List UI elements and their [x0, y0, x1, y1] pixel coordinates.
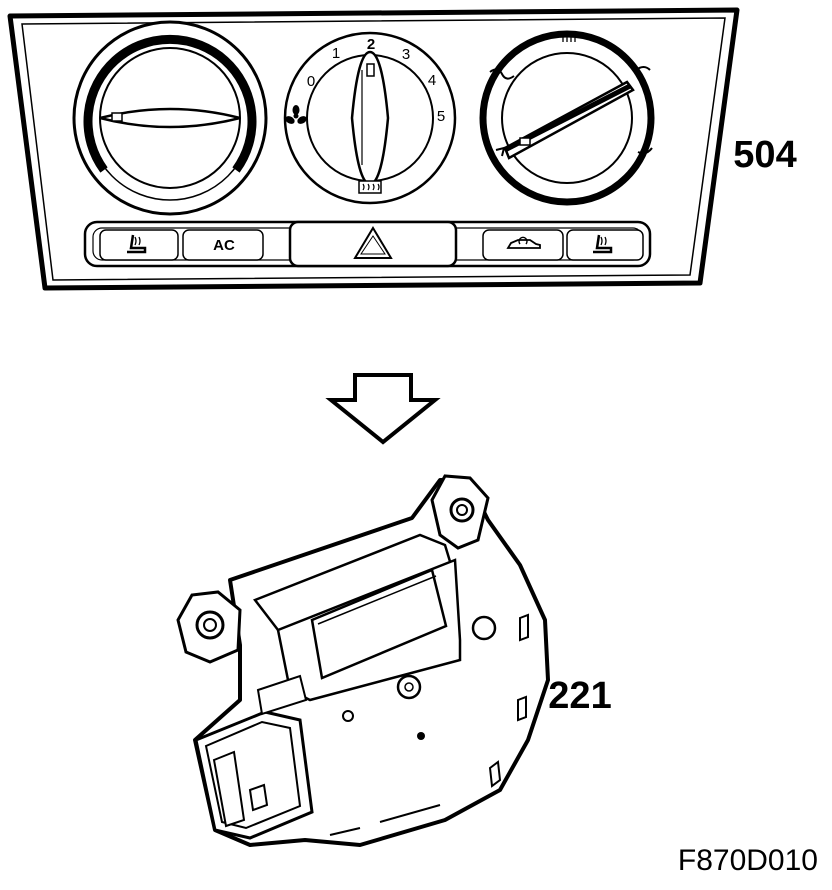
recirculation-car-icon	[506, 236, 541, 249]
fan-scale-2: 2	[367, 36, 375, 53]
seat-heater-right-button[interactable]	[566, 229, 644, 261]
seat-heater-icon	[127, 234, 147, 254]
fan-scale-4: 4	[428, 72, 436, 89]
hazard-triangle-icon	[353, 226, 393, 259]
fan-scale-0: 0	[307, 73, 315, 90]
actuator-part-number: 221	[548, 675, 611, 717]
windshield-defrost-icon	[558, 32, 580, 42]
fan-speed-dial[interactable]: 0 1 2 3 4 5	[283, 31, 457, 205]
fan-icon	[285, 105, 307, 124]
seat-heater-icon	[593, 234, 613, 254]
air-distribution-dial[interactable]	[479, 30, 655, 206]
fan-scale-5: 5	[437, 108, 445, 125]
fan-scale-3: 3	[402, 46, 410, 63]
ac-button-label: AC	[213, 237, 235, 254]
temperature-dial[interactable]	[72, 20, 268, 216]
actuator-motor	[176, 474, 550, 847]
recirculation-button[interactable]	[482, 229, 564, 261]
seat-heater-left-button[interactable]	[99, 229, 179, 261]
fan-scale-1: 1	[332, 45, 340, 62]
rear-defrost-icon	[358, 180, 382, 194]
air-distribution-arrow-icon	[489, 66, 653, 157]
ac-button[interactable]: AC	[182, 229, 264, 261]
figure-id: F870D010	[678, 844, 818, 877]
control-panel-part-number: 504	[733, 134, 796, 176]
hazard-button[interactable]	[288, 220, 458, 268]
down-arrow-icon	[325, 373, 441, 445]
